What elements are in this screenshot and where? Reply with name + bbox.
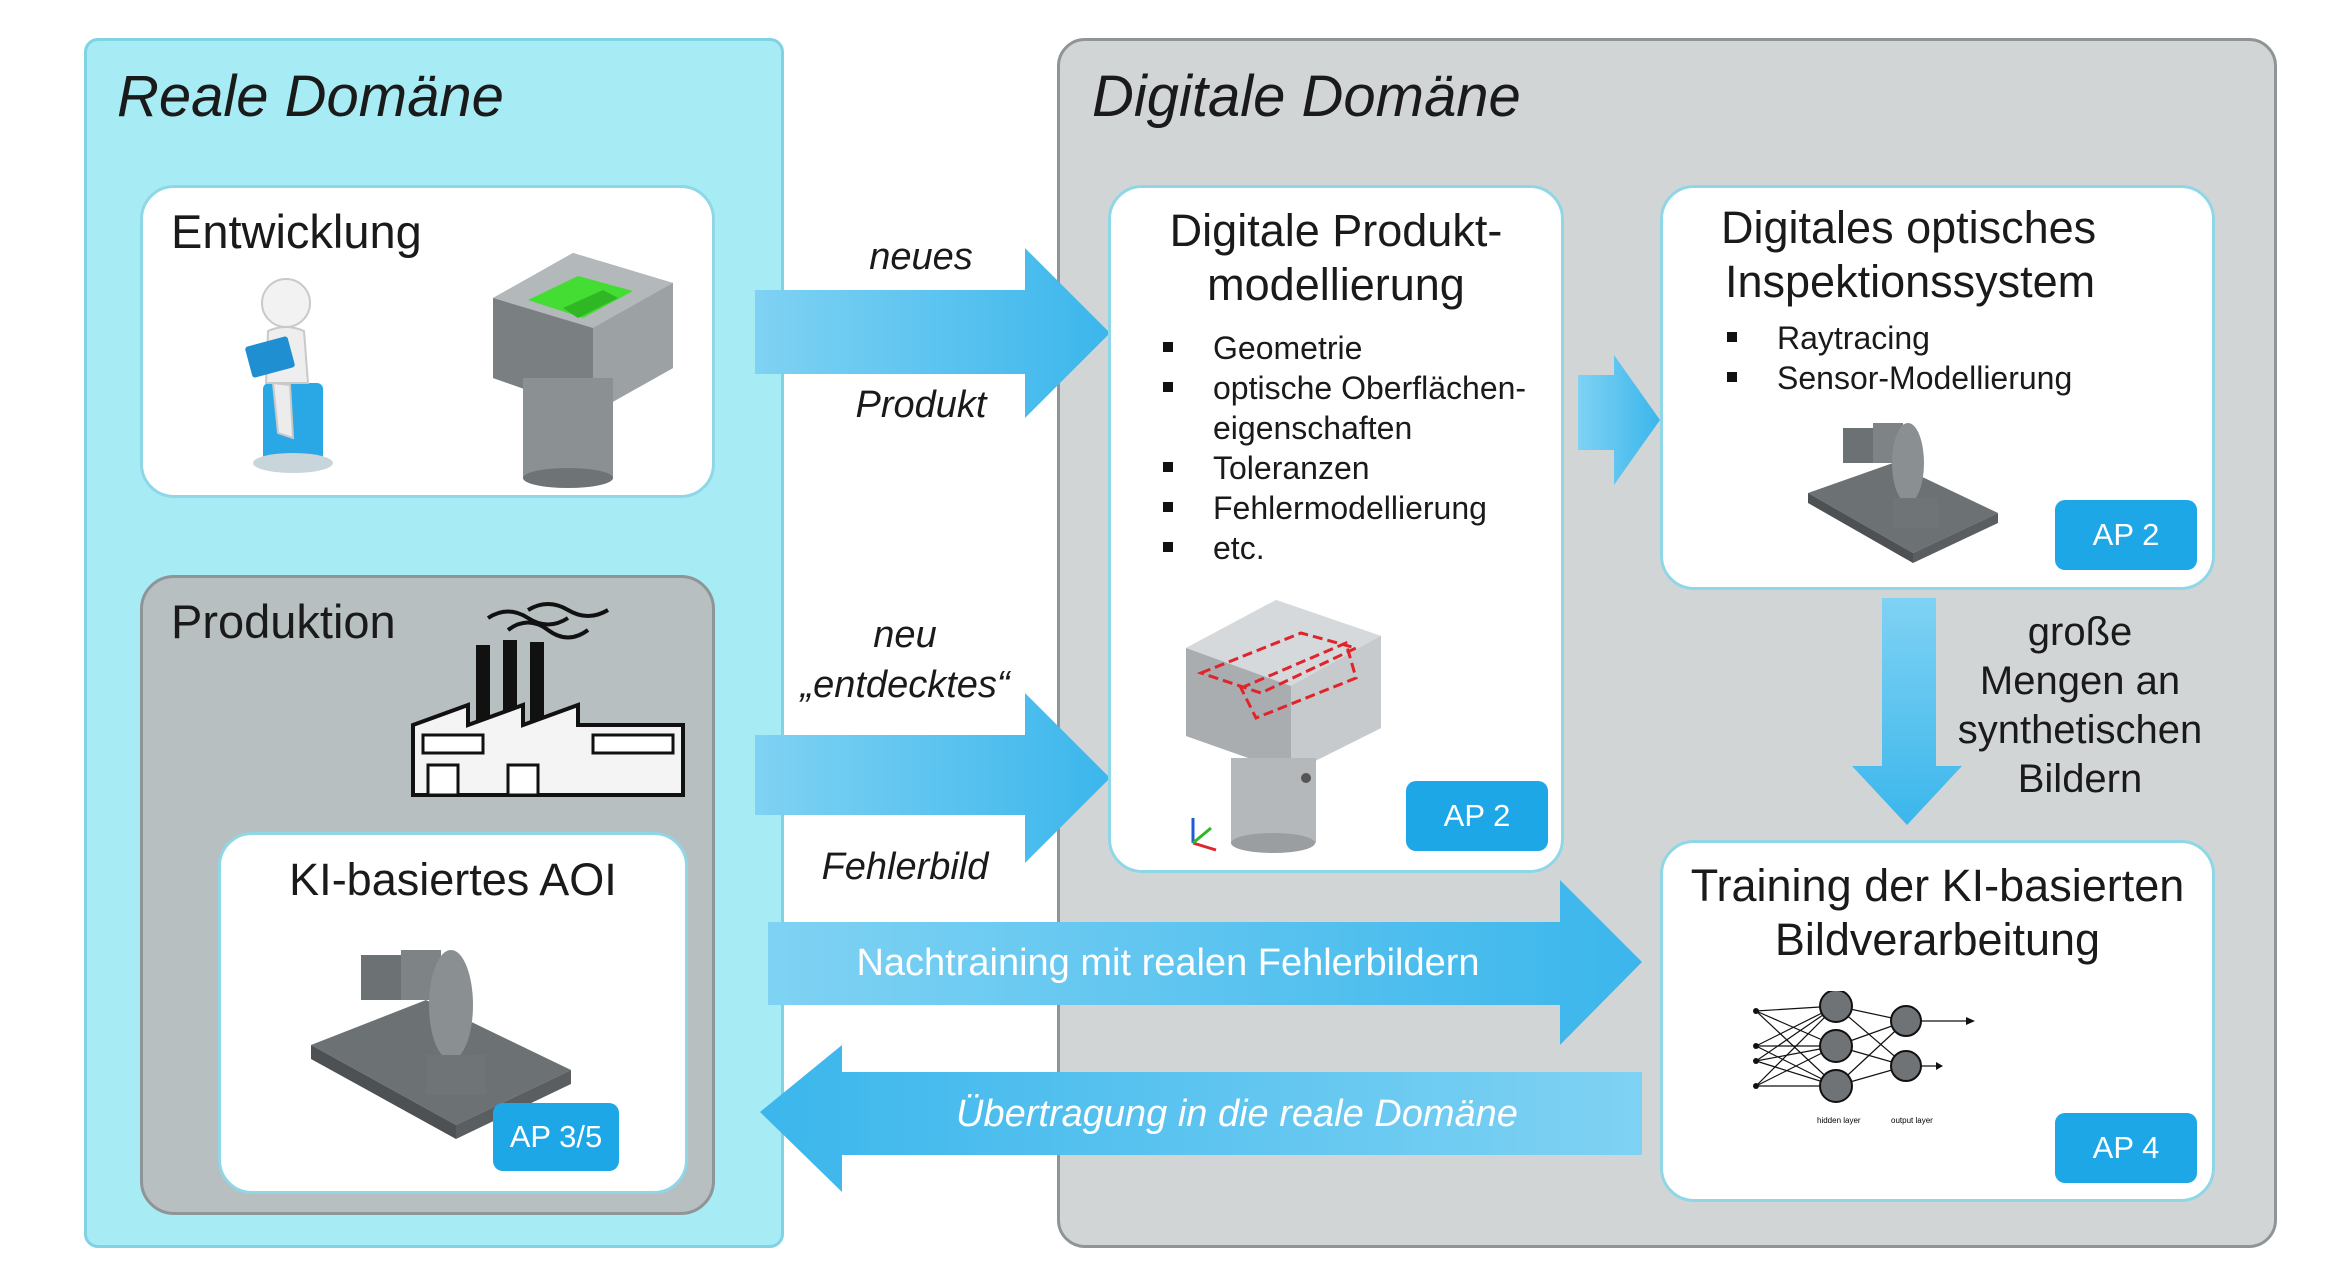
- synthetic-images-line-1: große: [2027, 610, 2133, 654]
- development-card: Entwicklung: [140, 185, 715, 498]
- training-title-2: Bildverarbeitung: [1774, 914, 2101, 965]
- synthetic-images-line-3: synthetischen: [1957, 708, 2203, 752]
- factory-icon: [411, 602, 685, 797]
- bullet-tolerances: Toleranzen: [1161, 448, 1526, 488]
- error-image-arrow: [755, 693, 1110, 863]
- inspection-system-card: Digitales optisches Inspektionssystem Ra…: [1660, 185, 2215, 590]
- retraining-label: Nachtraining mit realen Fehlerbildern: [856, 942, 1480, 984]
- retraining-arrow: [768, 880, 1642, 1045]
- synthetic-images-line-4: Bildern: [2017, 757, 2143, 801]
- new-product-label-bottom: Produkt: [855, 384, 987, 426]
- neural-network-icon: hidden layer output layer: [1753, 991, 1975, 1125]
- product-modeling-title-2: modellierung: [1207, 259, 1465, 310]
- defect-part-icon: [1186, 600, 1381, 853]
- aoi-title: KI-basiertes AOI: [289, 854, 617, 905]
- synthetic-images-line-2: Mengen an: [1979, 659, 2181, 703]
- product-modeling-card: Digitale Produkt- modellierung Geometrie…: [1108, 185, 1564, 873]
- bullet-raytracing: Raytracing: [1725, 318, 2072, 358]
- development-title: Entwicklung: [171, 205, 422, 258]
- training-badge: AP 4: [2055, 1113, 2197, 1183]
- production-title: Produktion: [171, 595, 396, 648]
- digital-domain-title: Digitale Domäne: [1092, 64, 1521, 129]
- new-product-label-top: neues: [869, 236, 973, 278]
- bullet-optical-surface: optische Oberflächen-: [1161, 368, 1526, 408]
- bullet-geometry: Geometrie: [1161, 328, 1526, 368]
- bullet-etc: etc.: [1161, 528, 1526, 568]
- aoi-card: KI-basiertes AOI AP 3/5: [218, 832, 688, 1194]
- product-modeling-title-1: Digitale Produkt-: [1169, 205, 1503, 256]
- transfer-arrow: [760, 1045, 1642, 1192]
- synthetic-images-label: große Mengen an synthetischen Bildern: [1950, 608, 2210, 804]
- training-title-1: Training der KI-basierten: [1690, 860, 2185, 911]
- error-image-label-top-1: neu: [873, 614, 937, 656]
- product-modeling-bullets: Geometrie optische Oberflächen- eigensch…: [1161, 328, 1526, 568]
- error-image-label-top-2: „entdecktes“: [800, 664, 1010, 706]
- error-image-label-bottom: Fehlerbild: [821, 846, 989, 888]
- real-domain-title: Reale Domäne: [117, 64, 504, 129]
- svg-text:hidden layer: hidden layer: [1817, 1116, 1861, 1125]
- inspection-bullets: Raytracing Sensor-Modellierung: [1725, 318, 2072, 398]
- inspection-title-1: Digitales optisches: [1721, 202, 2097, 253]
- modeling-to-inspection-arrow: [1578, 355, 1660, 485]
- transfer-label: Übertragung in die reale Domäne: [956, 1093, 1518, 1135]
- bullet-optical-surface-cont: eigenschaften: [1213, 410, 1413, 446]
- product-modeling-badge: AP 2: [1406, 781, 1548, 851]
- aoi-badge: AP 3/5: [493, 1103, 619, 1171]
- reading-figure-icon: [245, 278, 333, 473]
- bullet-sensor-modeling: Sensor-Modellierung: [1725, 358, 2072, 398]
- new-product-arrow: [755, 248, 1110, 418]
- inspection-title-2: Inspektionssystem: [1725, 256, 2096, 307]
- training-card: Training der KI-basierten Bildverarbeitu…: [1660, 840, 2215, 1202]
- inspection-badge: AP 2: [2055, 500, 2197, 570]
- inspection-machine-icon: [1808, 423, 1998, 563]
- synthetic-images-arrow: [1852, 598, 1962, 825]
- product-part-icon: [493, 253, 673, 488]
- bullet-error-modeling: Fehlermodellierung: [1161, 488, 1526, 528]
- svg-text:output layer: output layer: [1891, 1116, 1933, 1125]
